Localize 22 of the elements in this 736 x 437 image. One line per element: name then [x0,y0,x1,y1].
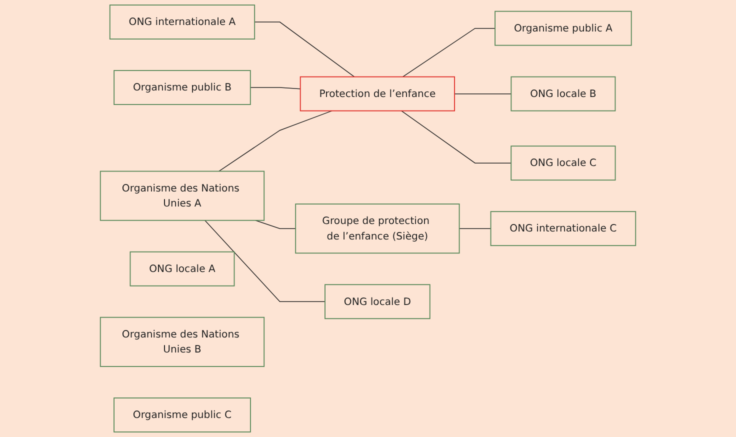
node-box: ONG locale D [324,284,430,320]
connector [254,22,355,78]
node-box: Organisme des Nations Unies B [100,316,265,367]
connector [250,87,301,90]
connector [204,220,326,302]
node-box: ONG locale A [130,251,235,286]
node-box: ONG locale C [510,146,616,181]
connector [255,220,296,229]
connector [454,93,512,94]
connector [218,110,332,172]
node-box: Protection de l’enfance [300,76,455,112]
node-box: ONG locale B [510,76,616,112]
node-box: Groupe de protection de l’enfance (Siège) [295,204,460,254]
node-box: ONG internationale A [109,4,256,40]
connector [401,110,512,164]
node-box: Organisme des Nations Unies A [100,170,265,221]
node-box: ONG internationale C [490,211,636,246]
connector [458,228,492,229]
connector [402,28,496,78]
node-box: Organisme public B [114,70,251,105]
node-box: Organisme public C [114,397,251,432]
node-box: Organisme public A [494,10,632,46]
